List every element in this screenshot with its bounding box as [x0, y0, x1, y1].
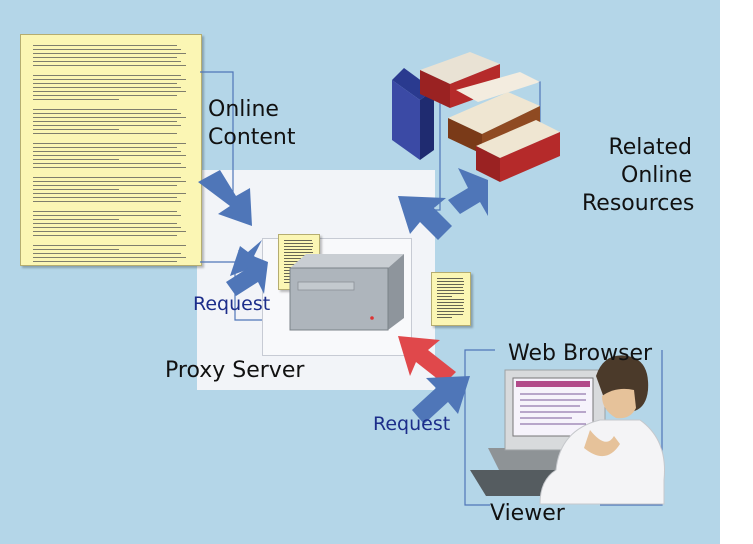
- document-text-line: [33, 53, 186, 54]
- document-text-line: [33, 257, 186, 258]
- document-text-line: [33, 215, 182, 216]
- document-text-line: [33, 133, 177, 134]
- document-text-line: [33, 231, 186, 232]
- document-text-line: [33, 223, 177, 224]
- document-text-line: [33, 261, 177, 262]
- document-text-line: [33, 151, 182, 152]
- document-text-line: [437, 314, 463, 315]
- arrows: [198, 168, 488, 424]
- document-text-line: [437, 317, 453, 318]
- document-text-line: [437, 284, 465, 285]
- document-text-line: [33, 189, 119, 190]
- document-text-line: [437, 302, 465, 303]
- document-text-line: [33, 99, 119, 100]
- arrow-response-red-icon: [398, 336, 456, 384]
- document-text-line: [33, 167, 186, 168]
- document-text-line: [33, 57, 177, 58]
- online-content-label: Online Content: [208, 97, 296, 150]
- document-text-line: [437, 281, 464, 282]
- document-text-line: [437, 296, 453, 297]
- document-text-line: [33, 219, 119, 220]
- document-text-line: [33, 143, 186, 144]
- document-text-line: [33, 253, 182, 254]
- document-text-line: [284, 258, 301, 259]
- document-text-line: [33, 197, 177, 198]
- served-document-icon: [431, 272, 471, 326]
- document-text-line: [33, 49, 182, 50]
- document-text-line: [33, 79, 186, 80]
- document-text-line: [437, 299, 464, 300]
- document-text-line: [33, 211, 177, 212]
- document-text-line: [284, 249, 312, 250]
- arrow-content-in-icon: [198, 170, 252, 226]
- viewer-person-icon: [539, 355, 665, 505]
- related-online-resources-label: Related Online Resources: [582, 135, 695, 216]
- connector-browser-line: [464, 349, 495, 506]
- document-text-line: [33, 227, 182, 228]
- diagram-canvas: Online Content Related Online Resources …: [0, 0, 720, 544]
- document-text-line: [33, 109, 177, 110]
- document-text-line: [33, 91, 186, 92]
- arrow-browser-request-icon: [412, 376, 470, 424]
- document-text-line: [437, 293, 465, 294]
- arrow-resource-out-icon: [448, 168, 488, 216]
- document-text-line: [284, 240, 312, 241]
- request-left-label: Request: [193, 293, 271, 315]
- connector-browser-right-line: [600, 350, 663, 506]
- document-text-line: [437, 287, 463, 288]
- arrow-resource-in-icon: [398, 196, 452, 240]
- document-text-line: [33, 155, 186, 156]
- document-text-line: [33, 45, 177, 46]
- web-browser-label: Web Browser: [508, 341, 653, 366]
- books-stack-icon: [392, 52, 560, 182]
- document-text-line: [284, 255, 314, 256]
- document-text-line: [33, 87, 182, 88]
- document-text-line: [437, 278, 463, 279]
- document-text-line: [33, 177, 182, 178]
- document-text-line: [33, 65, 186, 66]
- viewer-label: Viewer: [490, 501, 565, 526]
- document-text-line: [33, 125, 182, 126]
- document-text-line: [284, 243, 313, 244]
- document-text-line: [437, 305, 463, 306]
- diagram-graphics: [198, 52, 665, 506]
- document-text-line: [33, 235, 177, 236]
- document-text-line: [33, 83, 177, 84]
- online-content-document: [20, 34, 202, 266]
- document-text-line: [437, 308, 464, 309]
- request-bottom-label: Request: [373, 413, 451, 435]
- proxy-server-label: Proxy Server: [165, 358, 305, 383]
- connector-content-line: [200, 71, 234, 200]
- document-text-line: [33, 159, 119, 160]
- document-text-line: [437, 311, 465, 312]
- document-text-line: [33, 163, 182, 164]
- document-text-line: [284, 252, 313, 253]
- document-text-line: [33, 113, 182, 114]
- document-text-line: [284, 246, 314, 247]
- arrow-request-out-icon: [226, 250, 268, 296]
- proxy-server-machine-icon: [289, 254, 404, 331]
- document-text-line: [437, 290, 464, 291]
- document-text-line: [33, 181, 186, 182]
- document-text-line: [33, 129, 119, 130]
- document-text-line: [33, 147, 177, 148]
- document-text-line: [33, 117, 186, 118]
- document-text-line: [33, 95, 177, 96]
- document-text-line: [33, 201, 182, 202]
- document-text-line: [33, 121, 177, 122]
- document-text-line: [33, 245, 186, 246]
- document-text-line: [33, 61, 182, 62]
- document-text-line: [33, 193, 186, 194]
- document-text-line: [33, 75, 182, 76]
- document-text-line: [33, 185, 177, 186]
- document-text-line: [33, 249, 119, 250]
